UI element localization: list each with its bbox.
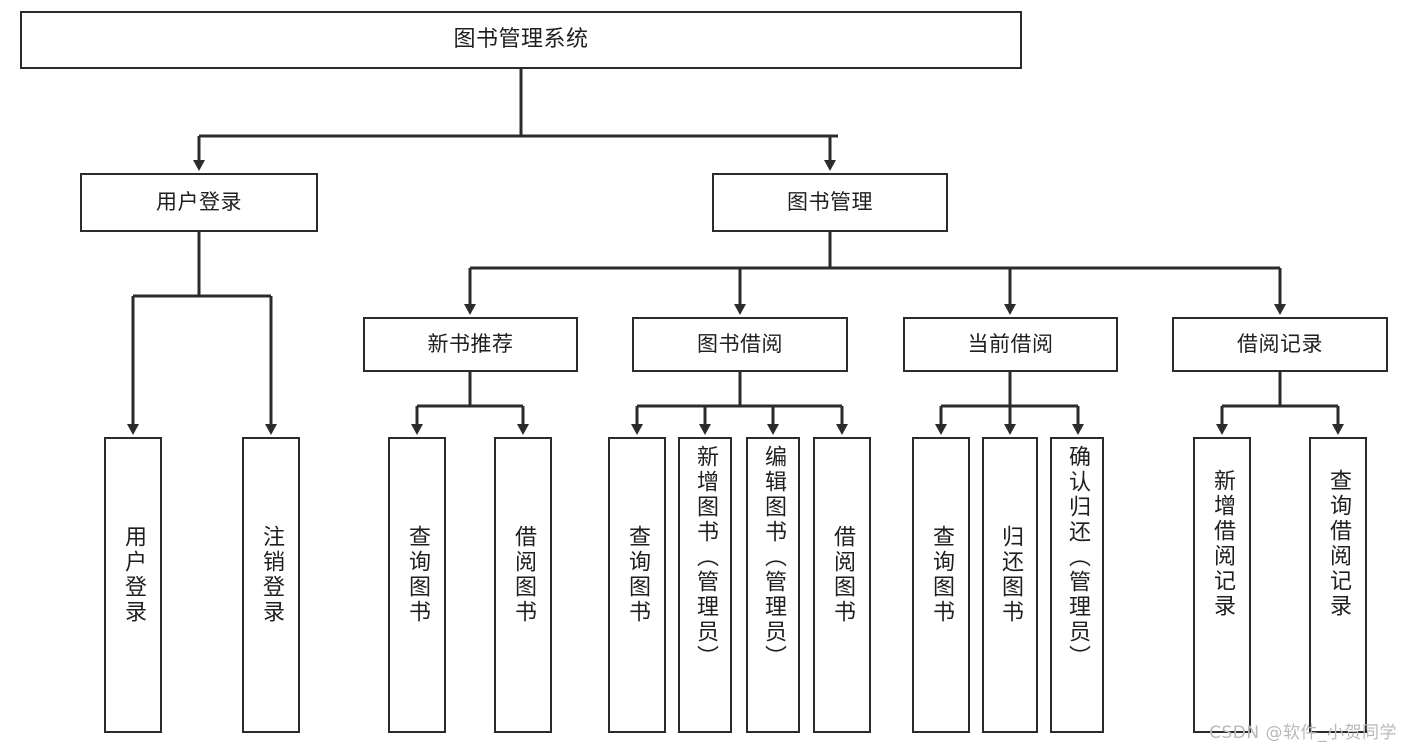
node-leaf-borrow-book-label: 借阅图书 (830, 525, 855, 625)
node-leaf-borrow-book-recommend[interactable]: 借阅图书 (494, 437, 552, 733)
node-book-borrow[interactable]: 图书借阅 (632, 317, 848, 372)
node-leaf-confirm-return-label: 确认归还（管理员） (1065, 445, 1090, 670)
node-leaf-query-book-current[interactable]: 查询图书 (912, 437, 970, 733)
node-root-system-label: 图书管理系统 (453, 27, 589, 53)
node-borrow-record-label: 借阅记录 (1237, 332, 1323, 357)
node-leaf-confirm-return[interactable]: 确认归还（管理员） (1050, 437, 1104, 733)
node-leaf-query-book-borrow-label: 查询图书 (625, 525, 650, 625)
node-leaf-return-book-label: 归还图书 (998, 525, 1023, 625)
node-leaf-query-book-borrow[interactable]: 查询图书 (608, 437, 666, 733)
node-book-manage-label: 图书管理 (787, 190, 873, 215)
node-leaf-add-book-label: 新增图书（管理员） (693, 445, 718, 670)
node-book-manage[interactable]: 图书管理 (712, 173, 948, 232)
node-new-book-recommend[interactable]: 新书推荐 (363, 317, 578, 372)
node-leaf-user-login-label: 用户登录 (121, 525, 146, 625)
node-leaf-add-borrow-record-label: 新增借阅记录 (1210, 469, 1235, 619)
node-leaf-query-book-current-label: 查询图书 (929, 525, 954, 625)
node-borrow-record[interactable]: 借阅记录 (1172, 317, 1388, 372)
node-leaf-add-book[interactable]: 新增图书（管理员） (678, 437, 732, 733)
node-root-system[interactable]: 图书管理系统 (20, 11, 1022, 69)
node-leaf-borrow-book-recommend-label: 借阅图书 (511, 525, 536, 625)
node-user-login-label: 用户登录 (156, 190, 242, 215)
node-leaf-query-book-recommend[interactable]: 查询图书 (388, 437, 446, 733)
node-current-borrow[interactable]: 当前借阅 (903, 317, 1118, 372)
node-leaf-logout[interactable]: 注销登录 (242, 437, 300, 733)
node-leaf-borrow-book[interactable]: 借阅图书 (813, 437, 871, 733)
node-leaf-query-book-recommend-label: 查询图书 (405, 525, 430, 625)
node-leaf-logout-label: 注销登录 (259, 525, 284, 625)
node-leaf-edit-book-label: 编辑图书（管理员） (761, 445, 786, 670)
node-leaf-query-borrow-record[interactable]: 查询借阅记录 (1309, 437, 1367, 733)
node-leaf-query-borrow-record-label: 查询借阅记录 (1326, 469, 1351, 619)
node-leaf-return-book[interactable]: 归还图书 (982, 437, 1038, 733)
node-leaf-user-login[interactable]: 用户登录 (104, 437, 162, 733)
node-user-login[interactable]: 用户登录 (80, 173, 318, 232)
node-current-borrow-label: 当前借阅 (967, 332, 1054, 357)
node-leaf-add-borrow-record[interactable]: 新增借阅记录 (1193, 437, 1251, 733)
node-new-book-recommend-label: 新书推荐 (427, 332, 514, 357)
csdn-watermark: CSDN @软件_小贺同学 (1209, 723, 1397, 743)
node-leaf-edit-book[interactable]: 编辑图书（管理员） (746, 437, 800, 733)
node-book-borrow-label: 图书借阅 (697, 332, 783, 357)
